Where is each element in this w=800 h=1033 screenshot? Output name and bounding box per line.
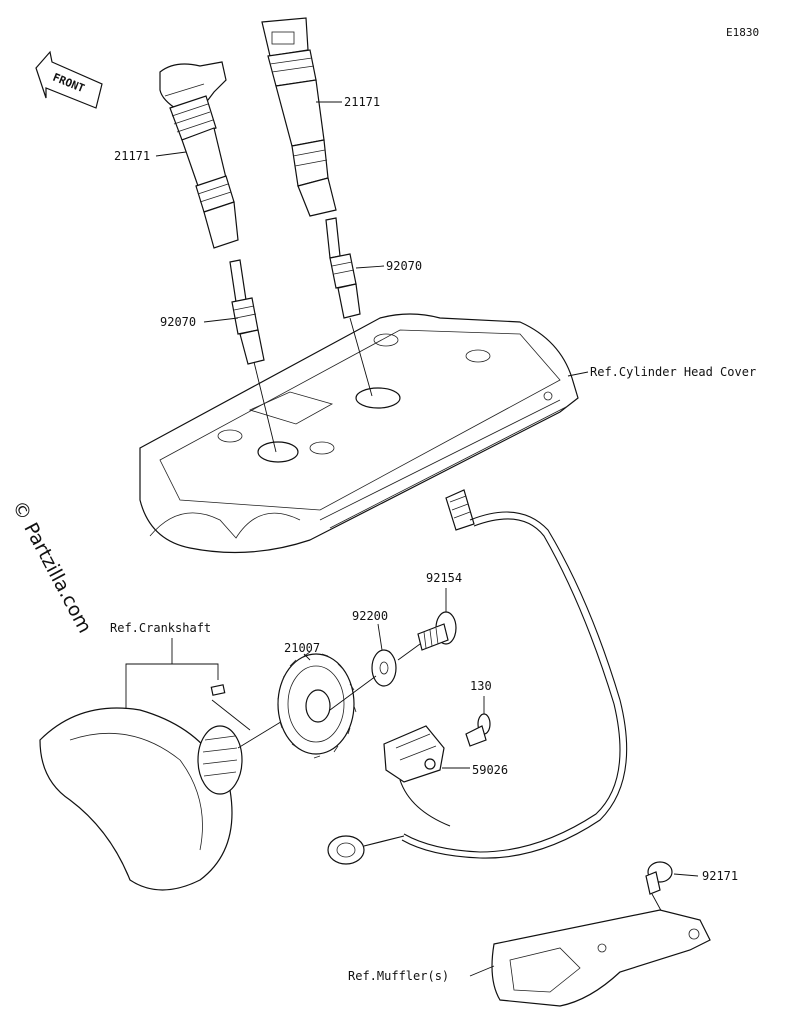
label-sensor: 59026 — [472, 763, 508, 777]
spark-plug-left — [229, 259, 265, 365]
label-screw: 130 — [470, 679, 492, 693]
label-plug-left: 92070 — [160, 315, 196, 329]
flywheel-assembly — [39, 707, 285, 891]
label-bolt: 92154 — [426, 571, 462, 585]
label-coil-left: 21171 — [114, 149, 150, 163]
bolt — [397, 611, 457, 661]
crankshaft-sensor — [383, 725, 445, 783]
screw — [465, 713, 491, 747]
wiring-harness — [327, 489, 628, 865]
spark-plug-right — [325, 217, 361, 319]
clamp — [645, 861, 673, 917]
label-rotor: 21007 — [284, 641, 320, 655]
label-crankshaft: Ref.Crankshaft — [110, 621, 211, 635]
ignition-coil-right — [261, 17, 337, 217]
timing-rotor — [277, 651, 357, 759]
muffler-bracket — [491, 909, 711, 1007]
ignition-coil-left — [159, 61, 239, 249]
front-arrow-icon: FRONT — [35, 50, 103, 109]
label-washer: 92200 — [352, 609, 388, 623]
label-cylinder-head-cover: Ref.Cylinder Head Cover — [590, 365, 756, 379]
label-clamp: 92171 — [702, 869, 738, 883]
cylinder-head-cover — [139, 313, 579, 554]
diagram-code: E1830 — [726, 26, 759, 39]
watermark: © Partzilla.com — [8, 497, 96, 637]
label-plug-right: 92070 — [386, 259, 422, 273]
label-coil-right: 21171 — [344, 95, 380, 109]
washer — [329, 649, 397, 711]
crankshaft-key — [210, 684, 226, 696]
label-muffler: Ref.Muffler(s) — [348, 969, 449, 983]
